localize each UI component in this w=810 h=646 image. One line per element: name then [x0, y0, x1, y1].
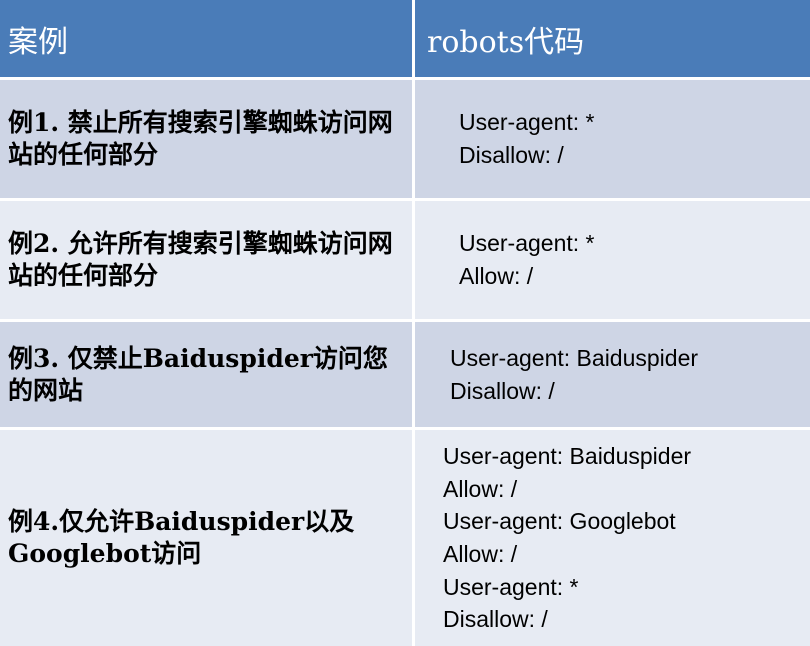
- case-description-1: 例1. 禁止所有搜索引擎蜘蛛访问网站的任何部分: [8, 108, 393, 169]
- case-cell: 例4.仅允许Baiduspider以及Googlebot访问: [0, 427, 415, 646]
- table-header-row: 案例 robots代码: [0, 0, 810, 77]
- robots-code-2: User-agent: * Allow: /: [459, 230, 595, 289]
- table-row: 例1. 禁止所有搜索引擎蜘蛛访问网站的任何部分 User-agent: * Di…: [0, 77, 810, 198]
- table-row: 例4.仅允许Baiduspider以及Googlebot访问 User-agen…: [0, 427, 810, 646]
- robots-code-4: User-agent: Baiduspider Allow: / User-ag…: [443, 443, 692, 633]
- table-row: 例3. 仅禁止Baiduspider访问您的网站 User-agent: Bai…: [0, 319, 810, 427]
- case-cell: 例2. 允许所有搜索引擎蜘蛛访问网站的任何部分: [0, 198, 415, 319]
- robots-code-1: User-agent: * Disallow: /: [459, 109, 595, 168]
- code-cell: User-agent: * Allow: /: [415, 198, 810, 319]
- table-row: 例2. 允许所有搜索引擎蜘蛛访问网站的任何部分 User-agent: * Al…: [0, 198, 810, 319]
- case-cell: 例1. 禁止所有搜索引擎蜘蛛访问网站的任何部分: [0, 77, 415, 198]
- case-cell: 例3. 仅禁止Baiduspider访问您的网站: [0, 319, 415, 427]
- case-description-4: 例4.仅允许Baiduspider以及Googlebot访问: [8, 507, 355, 568]
- table-body: 例1. 禁止所有搜索引擎蜘蛛访问网站的任何部分 User-agent: * Di…: [0, 77, 810, 646]
- column-header-robots-code: robots代码: [415, 0, 810, 77]
- code-cell: User-agent: * Disallow: /: [415, 77, 810, 198]
- case-description-3: 例3. 仅禁止Baiduspider访问您的网站: [8, 343, 388, 405]
- table-header: 案例 robots代码: [0, 0, 810, 77]
- case-description-2: 例2. 允许所有搜索引擎蜘蛛访问网站的任何部分: [8, 229, 393, 290]
- code-cell: User-agent: Baiduspider Disallow: /: [415, 319, 810, 427]
- code-cell: User-agent: Baiduspider Allow: / User-ag…: [415, 427, 810, 646]
- robots-code-3: User-agent: Baiduspider Disallow: /: [450, 344, 699, 404]
- column-header-case: 案例: [0, 0, 415, 77]
